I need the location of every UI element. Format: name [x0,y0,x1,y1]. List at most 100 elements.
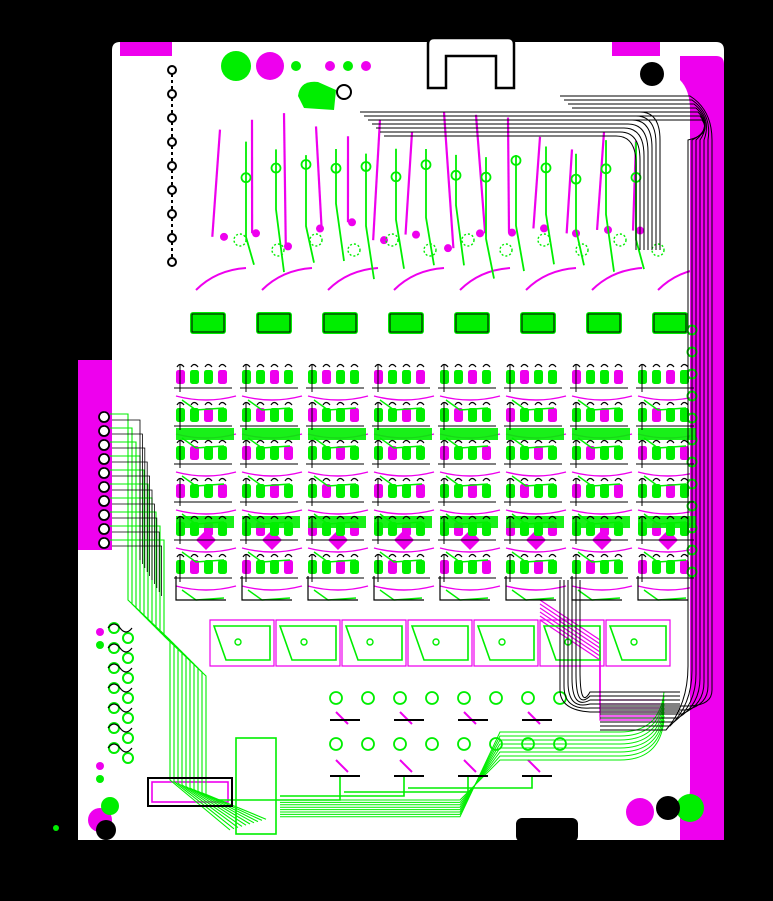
signal-trace [373,471,435,477]
edge-pin [98,425,110,437]
silkscreen-layer [98,36,713,807]
connector-pin [108,622,120,634]
silk-mark [402,439,411,444]
silk-mark [600,363,609,368]
signal-trace [571,395,633,401]
signal-trace [505,395,567,401]
smd-pad [468,446,477,460]
signal-trace [474,114,487,234]
relay-outline [275,619,341,667]
silk-mark [350,477,359,482]
signal-trace [241,471,303,477]
connector-pin [108,642,120,654]
silk-outline [636,440,694,468]
bottom-copper-layer [88,52,709,832]
copper-pour-band [506,428,564,440]
edge-pin [98,509,110,521]
signal-trace [637,585,699,591]
smd-pad [270,370,279,384]
silk-outline [306,364,364,392]
silk-mark [256,439,265,444]
silk-mark [666,363,675,368]
silk-mark [270,401,279,406]
smd-pad [652,408,661,422]
edge-pin [98,523,110,535]
driver-pad-block [454,312,490,334]
smd-pad [600,370,609,384]
signal-trace [181,551,225,563]
mounting-pad [256,52,284,80]
trace-pad [476,229,484,238]
signal-trace [373,547,435,553]
smd-pad [336,560,345,574]
via-pad [361,61,371,71]
connector-pin [108,662,120,674]
smd-pad [586,560,595,574]
smd-pad [402,560,411,574]
silk-outline [636,402,694,430]
signal-trace [280,776,405,797]
silk-mark [468,515,477,520]
signal-trace [425,149,435,266]
silk-outline [504,402,562,430]
silk-mark [190,363,199,368]
silk-mark [666,439,675,444]
silk-outline [372,478,430,506]
silk-mark [548,515,557,520]
silk-mark [534,439,543,444]
smd-pad [614,370,623,384]
smd-pad [416,484,425,498]
signal-trace [506,117,511,233]
smd-pad [336,446,345,460]
wiring-trace [112,433,143,564]
silk-mark [388,553,397,558]
edge-pin [98,467,110,479]
relay-footprint [608,625,667,661]
silk-mark [204,515,213,520]
silk-mark [520,363,529,368]
silk-mark [586,553,595,558]
signal-trace [195,267,247,291]
silk-mark [652,515,661,520]
smd-pad [666,370,675,384]
silk-outline [438,364,496,392]
driver-pad-block [652,312,688,334]
wiring-trace [112,545,162,596]
wiring-trace [112,489,153,580]
silk-mark [270,515,279,520]
smd-pad [218,370,227,384]
signal-trace [373,509,435,515]
signal-trace [373,395,435,401]
silk-mark [680,515,689,520]
silk-mark [190,401,199,406]
silk-mark [402,363,411,368]
via-ring [450,169,462,181]
unpopulated-pad [233,233,247,247]
connector-pin [122,632,134,644]
signal-trace [505,471,567,477]
silk-mark [204,363,213,368]
signal-trace [408,776,533,789]
smd-pad [204,446,213,460]
via-ring [420,159,432,171]
silk-mark [614,363,623,368]
connector-pin [122,652,134,664]
connector-silk [107,723,133,733]
bottom-notch [516,818,578,842]
silk-outline [438,478,496,506]
signal-trace [439,547,501,553]
unpopulated-pad [271,243,285,257]
signal-trace [571,471,633,477]
trace-pad [220,232,228,241]
silk-mark [454,401,463,406]
output-trace [280,707,665,808]
smd-pad [652,484,661,498]
silk-mark [284,439,293,444]
silk-outline [372,516,430,544]
smd-pad [284,408,293,422]
via-ring [570,173,582,185]
driver-outline [323,313,357,333]
smd-pad [218,560,227,574]
silk-mark [468,477,477,482]
